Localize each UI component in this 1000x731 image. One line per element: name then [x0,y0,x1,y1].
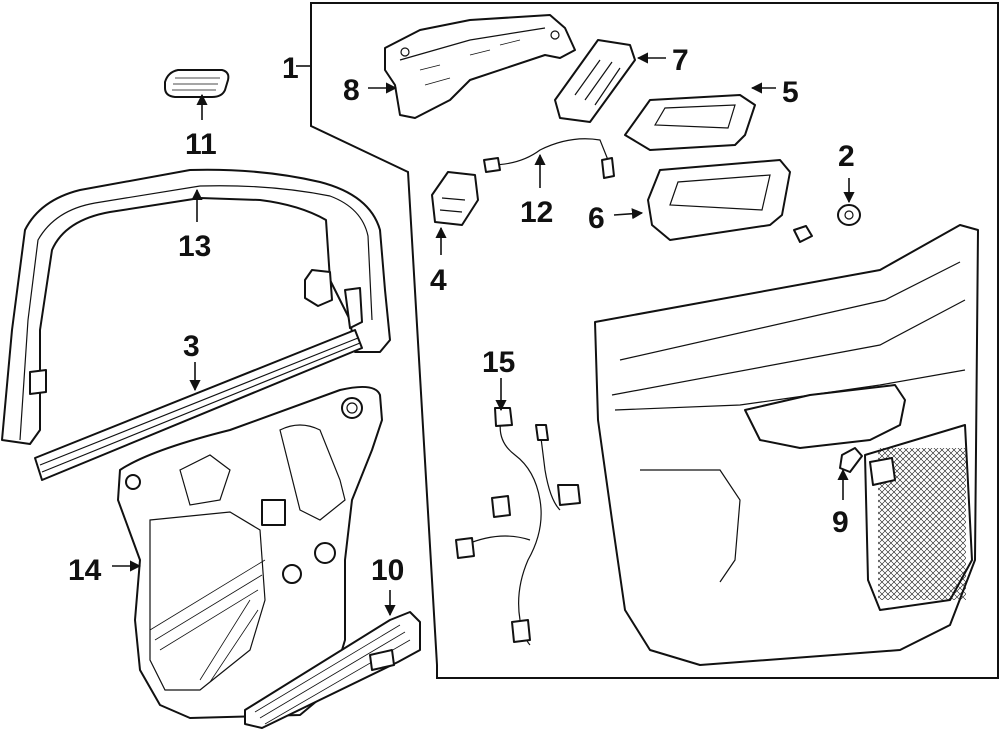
part-11-vent [164,69,230,98]
callout-5: 5 [782,76,799,109]
callout-6: 6 [588,202,605,235]
part-4-switch [431,171,479,226]
callout-15: 15 [482,346,515,379]
part-3-belt-strip [34,329,363,481]
door-trim-panel [594,224,979,666]
callout-2: 2 [838,140,855,173]
part-14-door-module [117,385,383,719]
callout-14: 14 [68,554,102,587]
leader-lines [112,52,855,617]
part-8-bracket [384,14,576,119]
callout-12: 12 [520,196,553,229]
part-2-nut [837,204,861,226]
assembly-frame [310,2,999,679]
callout-8: 8 [343,74,360,107]
callout-9: 9 [832,506,849,539]
callout-7: 7 [672,44,689,77]
part-13-window-molding [1,168,391,445]
callout-13: 13 [178,230,211,263]
callout-3: 3 [183,330,200,363]
screw [793,225,813,243]
callout-10: 10 [371,554,404,587]
part-6-bezel [647,159,791,241]
callout-1: 1 [282,52,299,85]
part-10-reinforcement [244,611,421,729]
part-12-pigtail [483,138,615,179]
callout-11: 11 [185,128,217,161]
part-5-bezel [624,94,756,151]
part-7-switch [554,39,636,123]
part-15-wiring-harness [455,407,581,646]
callout-4: 4 [430,264,447,297]
